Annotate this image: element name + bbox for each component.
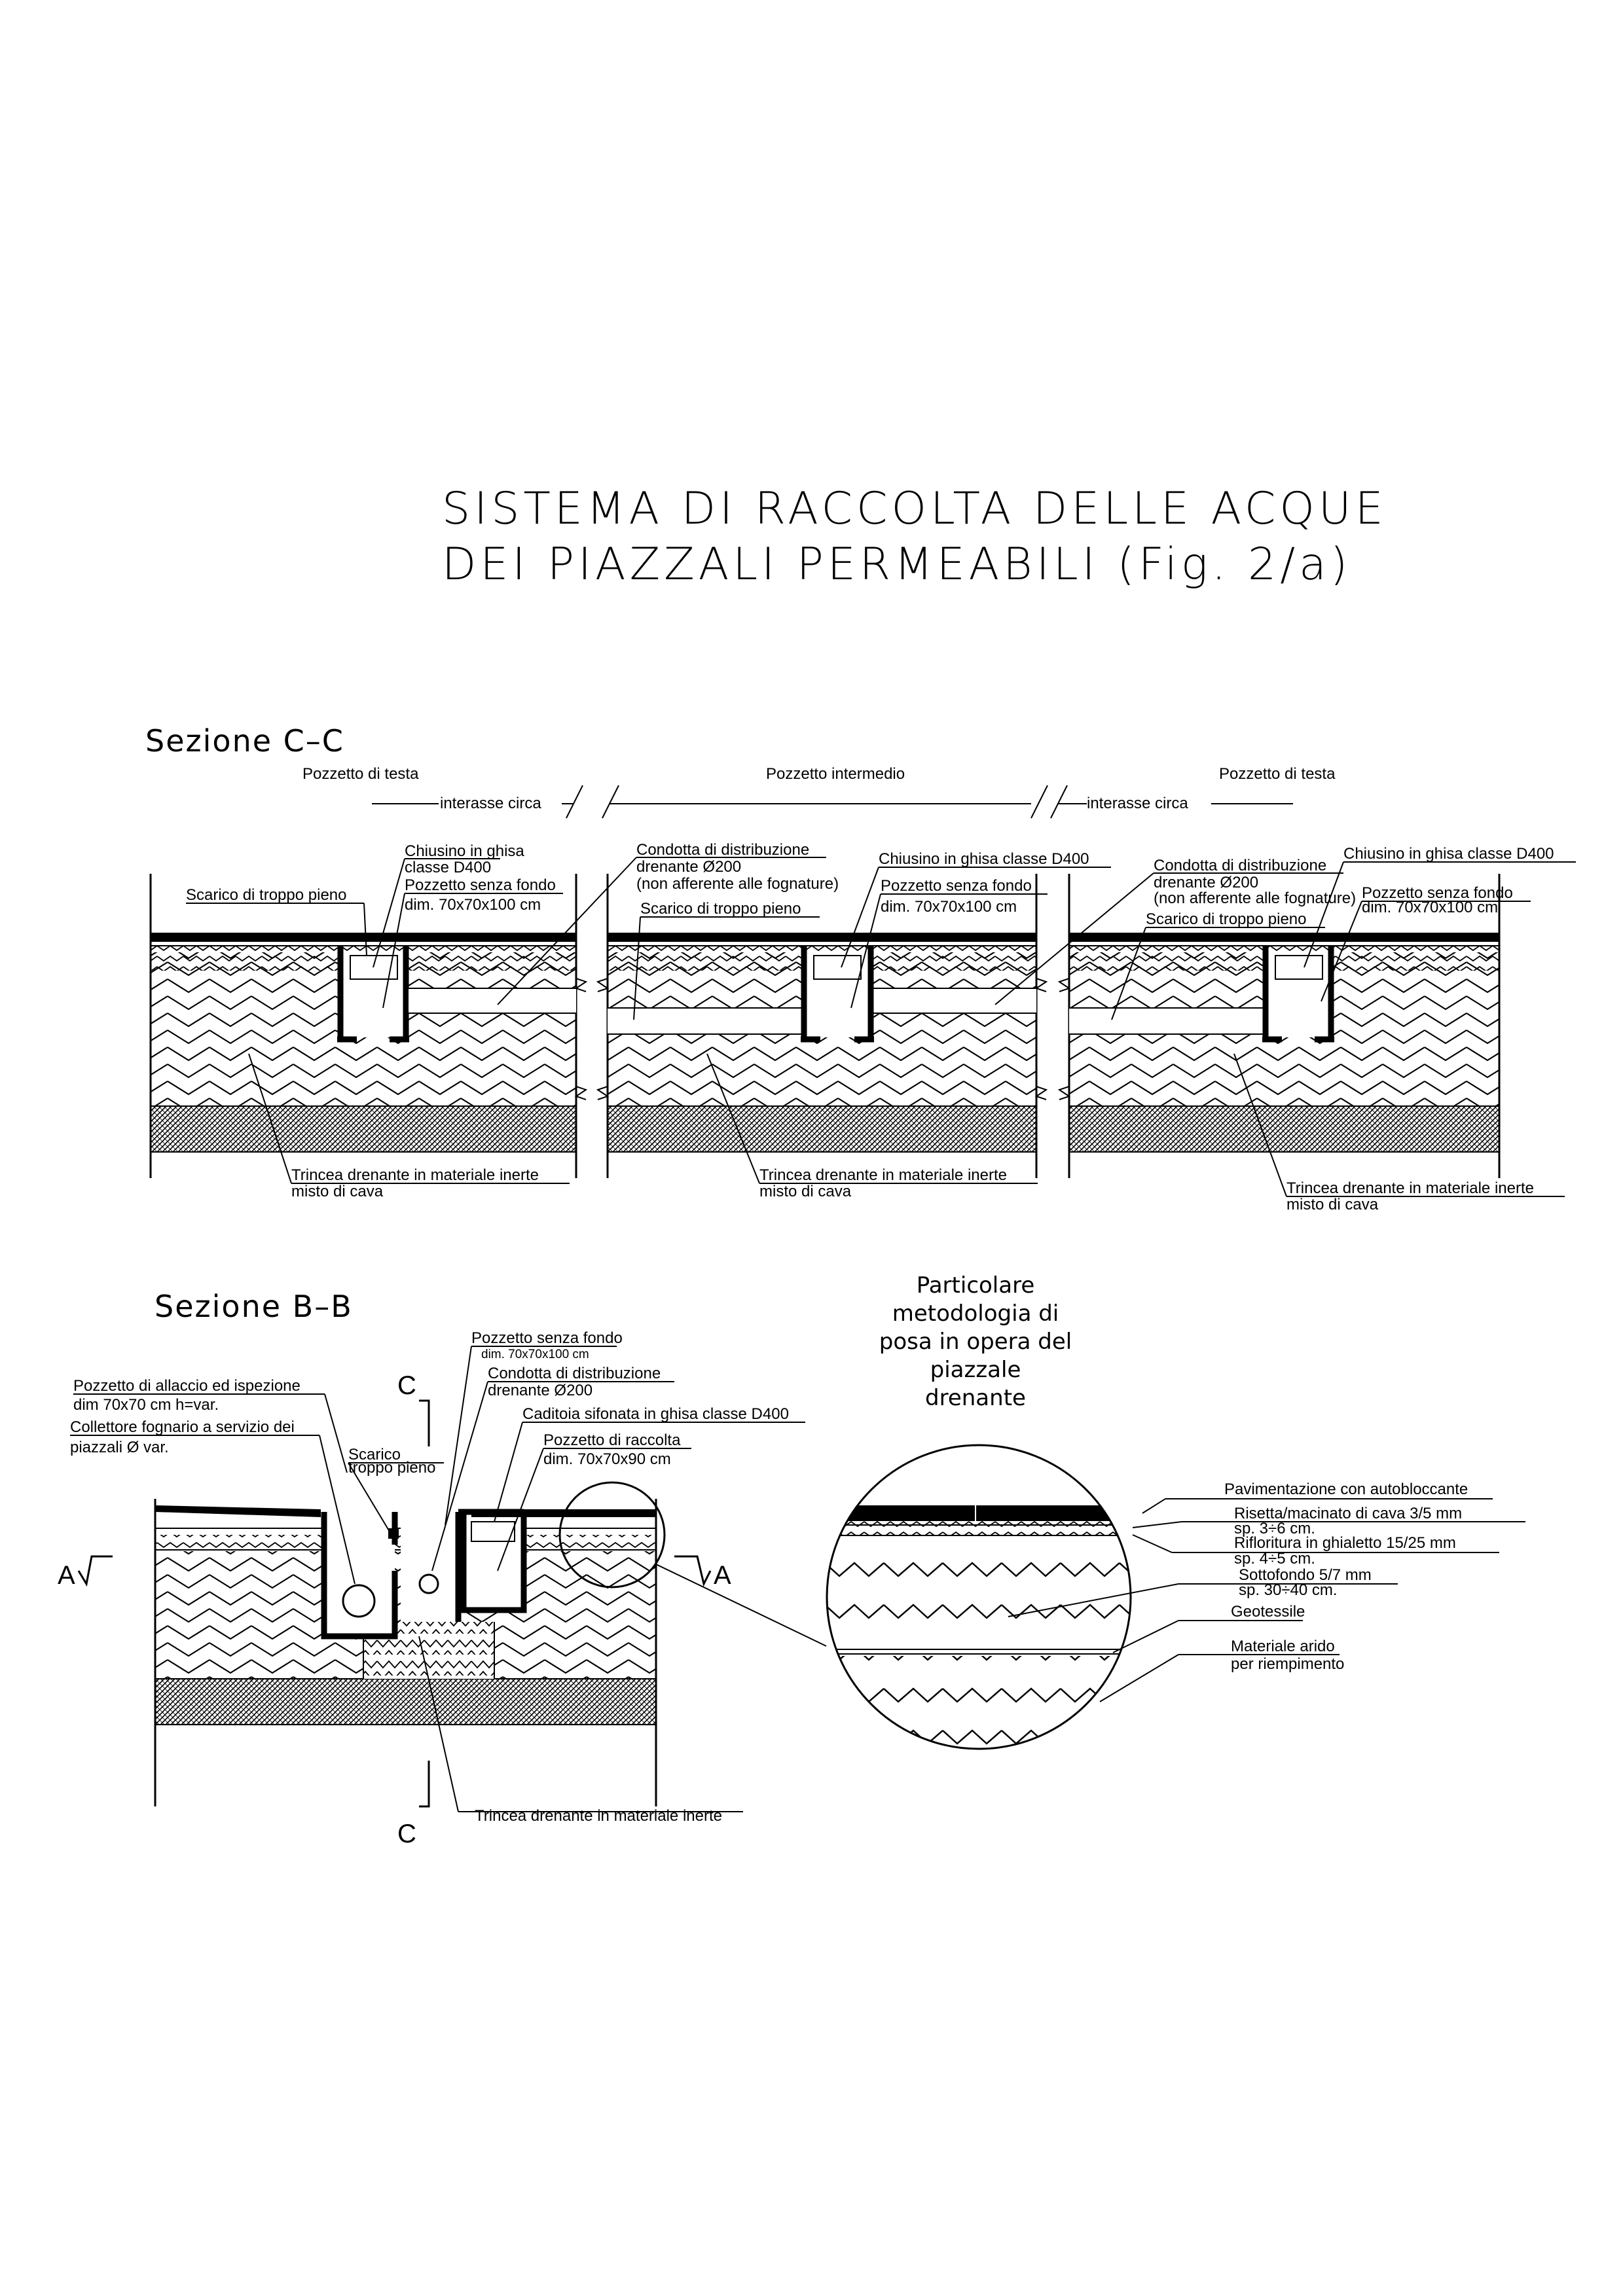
svg-text:Caditoia sifonata in ghisa cla: Caditoia sifonata in ghisa classe D400 — [522, 1405, 789, 1423]
bb-cut-mark-top: C — [397, 1371, 430, 1446]
svg-text:Sottofondo 5/7 mm: Sottofondo 5/7 mm — [1239, 1566, 1372, 1584]
title-line-1: SISTEMA DI RACCOLTA DELLE ACQUE — [442, 483, 1387, 535]
cc-head-middle: Pozzetto intermedio — [766, 765, 905, 783]
svg-text:Geotessile: Geotessile — [1231, 1603, 1305, 1621]
detail-circle — [826, 1444, 1132, 1750]
cc-pit-middle — [801, 946, 874, 1043]
bb-cut-mark-a-left: A — [58, 1555, 113, 1590]
bb-inspection-pit — [321, 1512, 399, 1640]
svg-text:drenante Ø200: drenante Ø200 — [1154, 874, 1258, 891]
svg-text:A: A — [58, 1561, 75, 1590]
svg-text:Scarico: Scarico — [348, 1446, 401, 1463]
bb-cut-mark-bottom: C — [397, 1761, 430, 1848]
svg-text:Scarico di troppo pieno: Scarico di troppo pieno — [186, 886, 346, 904]
svg-text:C: C — [397, 1371, 416, 1400]
svg-text:dim 70x70 cm h=var.: dim 70x70 cm h=var. — [73, 1396, 219, 1414]
svg-text:dim. 70x70x100 cm: dim. 70x70x100 cm — [881, 898, 1017, 916]
svg-text:Trincea drenante in materiale: Trincea drenante in materiale inerte — [1286, 1179, 1534, 1197]
svg-text:per riempimento: per riempimento — [1231, 1655, 1344, 1673]
cc-break-marks — [574, 978, 1071, 1100]
cc-pit-right — [1262, 946, 1334, 1043]
svg-text:classe D400: classe D400 — [405, 859, 491, 876]
svg-text:Chiusino in ghisa classe D400: Chiusino in ghisa classe D400 — [879, 850, 1089, 868]
svg-text:metodologia di: metodologia di — [892, 1300, 1059, 1327]
svg-text:Trincea drenante in materiale: Trincea drenante in materiale inerte — [759, 1166, 1007, 1184]
svg-text:Chiusino in ghisa: Chiusino in ghisa — [405, 842, 524, 860]
svg-text:Particolare: Particolare — [917, 1272, 1035, 1299]
bb-collection-pit — [458, 1509, 527, 1613]
svg-text:misto di cava: misto di cava — [291, 1183, 384, 1200]
svg-text:Condotta di distribuzione: Condotta di distribuzione — [636, 841, 809, 859]
section-cc-title: Sezione C–C — [145, 723, 344, 759]
svg-text:drenante Ø200: drenante Ø200 — [488, 1382, 593, 1399]
svg-text:misto di cava: misto di cava — [1286, 1196, 1379, 1213]
svg-text:sp. 30÷40 cm.: sp. 30÷40 cm. — [1239, 1581, 1338, 1599]
svg-text:Risetta/macinato di cava 3/5 m: Risetta/macinato di cava 3/5 mm — [1234, 1505, 1462, 1522]
bb-pit-without-bottom — [401, 1512, 462, 1622]
detail-leader-line — [655, 1564, 827, 1647]
svg-text:dim. 70x70x100 cm: dim. 70x70x100 cm — [405, 896, 541, 914]
svg-text:C: C — [397, 1820, 416, 1848]
svg-text:Chiusino in ghisa classe D400: Chiusino in ghisa classe D400 — [1343, 845, 1554, 863]
svg-text:Pozzetto senza fondo: Pozzetto senza fondo — [471, 1329, 623, 1347]
svg-text:sp. 4÷5 cm.: sp. 4÷5 cm. — [1234, 1550, 1315, 1568]
svg-text:Scarico di troppo pieno: Scarico di troppo pieno — [1146, 910, 1306, 928]
title-line-2: DEI PIAZZALI PERMEABILI (Fig. 2/a) — [442, 539, 1351, 590]
bb-cut-mark-a-right: A — [674, 1555, 731, 1590]
cc-labels-middle: Condotta di distribuzione drenante Ø200 … — [497, 841, 1111, 1020]
svg-text:Condotta di distribuzione: Condotta di distribuzione — [1154, 857, 1326, 874]
svg-text:piazzale: piazzale — [930, 1357, 1021, 1383]
svg-text:sp. 3÷6 cm.: sp. 3÷6 cm. — [1234, 1520, 1315, 1537]
svg-text:Pozzetto senza fondo: Pozzetto senza fondo — [405, 876, 556, 894]
cc-head-left: Pozzetto di testa — [302, 765, 419, 783]
cc-trench-labels: Trincea drenante in materiale inerte mis… — [248, 1053, 1565, 1213]
svg-text:Pozzetto senza fondo: Pozzetto senza fondo — [881, 877, 1032, 895]
cc-labels-right: Condotta di distribuzione drenante Ø200 … — [994, 845, 1576, 1020]
svg-text:Pavimentazione con autobloccan: Pavimentazione con autobloccante — [1224, 1480, 1468, 1498]
svg-text:Pozzetto senza fondo: Pozzetto senza fondo — [1362, 884, 1513, 902]
svg-text:Scarico di troppo pieno: Scarico di troppo pieno — [640, 900, 801, 918]
detail-labels: Pavimentazione con autobloccante Risetta… — [1008, 1480, 1525, 1702]
svg-text:dim. 70x70x100 cm: dim. 70x70x100 cm — [481, 1348, 589, 1361]
svg-text:misto di cava: misto di cava — [759, 1183, 852, 1200]
cc-pipe-left — [409, 988, 576, 1014]
svg-text:Trincea drenante in materiale: Trincea drenante in materiale inerte — [291, 1166, 539, 1184]
svg-text:Pozzetto di raccolta: Pozzetto di raccolta — [543, 1431, 681, 1449]
svg-text:interasse circa: interasse circa — [1087, 795, 1188, 812]
cc-head-right: Pozzetto di testa — [1219, 765, 1336, 783]
svg-text:A: A — [714, 1561, 731, 1590]
section-bb-title: Sezione B–B — [155, 1289, 353, 1324]
svg-text:(non afferente alle fognature): (non afferente alle fognature) — [1154, 889, 1356, 907]
cc-spacing-dimension: interasse circa interasse circa — [372, 785, 1293, 819]
cc-labels-left: Chiusino in ghisa classe D400 Pozzetto s… — [186, 842, 563, 1009]
svg-text:troppo pieno: troppo pieno — [348, 1459, 435, 1477]
svg-text:posa in opera del: posa in opera del — [879, 1329, 1072, 1355]
svg-text:Trincea drenante in materiale: Trincea drenante in materiale inerte — [475, 1807, 722, 1825]
detail-title: Particolare metodologia di posa in opera… — [879, 1272, 1072, 1411]
svg-text:Condotta di distribuzione: Condotta di distribuzione — [488, 1365, 661, 1382]
svg-text:dim. 70x70x100 cm: dim. 70x70x100 cm — [1362, 899, 1498, 916]
svg-text:Materiale arido: Materiale arido — [1231, 1638, 1335, 1655]
svg-text:Collettore fognario a servizio: Collettore fognario a servizio dei — [70, 1418, 295, 1436]
svg-text:(non afferente alle fognature): (non afferente alle fognature) — [636, 875, 839, 893]
svg-text:piazzali Ø var.: piazzali Ø var. — [70, 1439, 169, 1456]
svg-text:dim. 70x70x90 cm: dim. 70x70x90 cm — [543, 1450, 671, 1468]
cc-pipe-middle — [608, 988, 1036, 1035]
bb-detail-reference-circle — [558, 1481, 666, 1588]
bb-labels: Pozzetto senza fondo dim. 70x70x100 cm C… — [70, 1329, 805, 1825]
svg-text:drenante Ø200: drenante Ø200 — [636, 858, 741, 876]
svg-text:Pozzetto di allaccio ed ispezi: Pozzetto di allaccio ed ispezione — [73, 1377, 301, 1395]
svg-text:interasse circa: interasse circa — [440, 795, 541, 812]
svg-text:drenante: drenante — [925, 1385, 1026, 1411]
svg-text:Rifloritura in ghialetto 15/25: Rifloritura in ghialetto 15/25 mm — [1234, 1534, 1456, 1552]
cc-pipe-right — [1069, 1007, 1266, 1035]
